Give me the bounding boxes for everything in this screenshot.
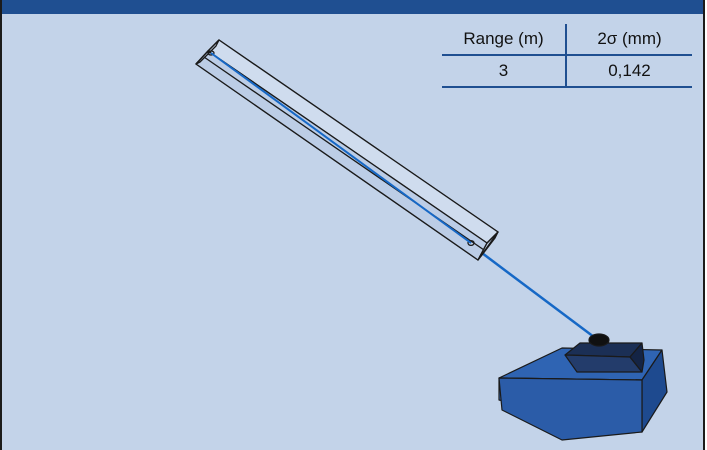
laser-beam-inside-bar xyxy=(210,52,472,244)
header-2sigma: 2σ (mm) xyxy=(566,24,692,56)
cell-2sigma-value: 0,142 xyxy=(566,55,692,88)
cell-range-value: 3 xyxy=(442,55,567,88)
header-range: Range (m) xyxy=(442,24,567,56)
header-bar xyxy=(2,0,703,14)
laser-beam xyxy=(469,243,599,341)
table-header-row: Range (m) 2σ (mm) xyxy=(442,24,692,56)
target-bar-icon xyxy=(195,39,499,261)
spec-table: Range (m) 2σ (mm) 3 0,142 xyxy=(442,24,692,88)
table-row: 3 0,142 xyxy=(442,55,692,88)
laser-device-icon xyxy=(498,333,668,441)
